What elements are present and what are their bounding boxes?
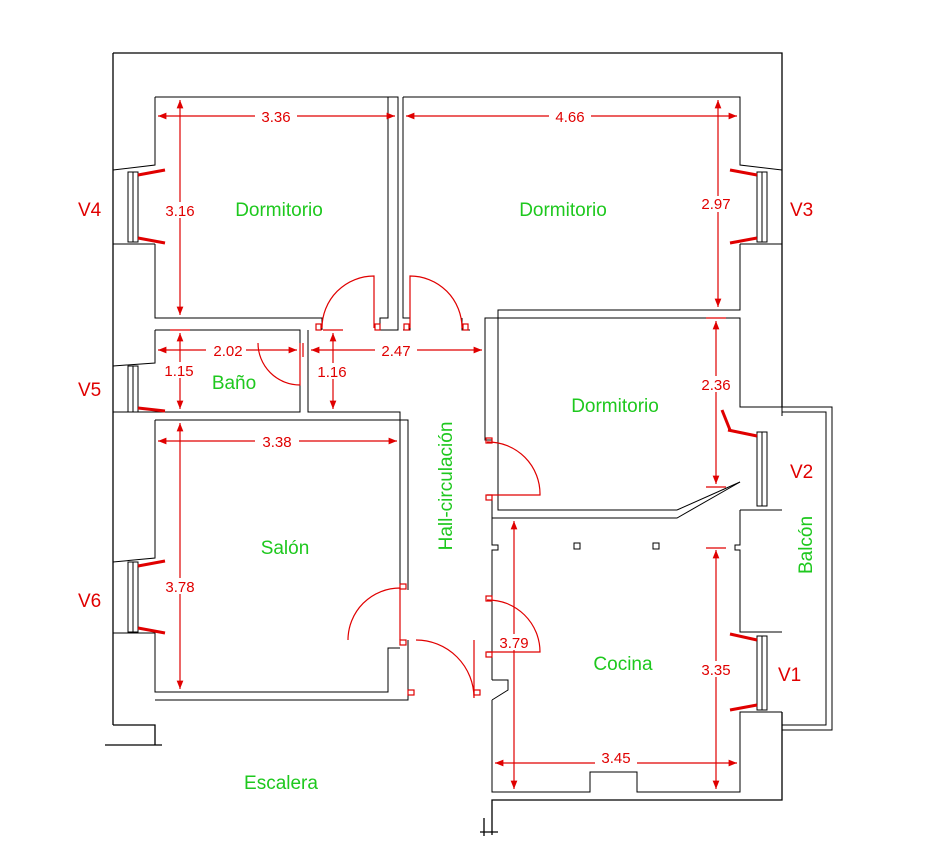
balcony-walls	[782, 406, 833, 731]
window-label-v6: V6	[78, 591, 101, 612]
room-label-living: Salón	[261, 538, 310, 559]
window-label-v1: V1	[778, 665, 801, 686]
door-swings	[257, 275, 541, 699]
dim-kitchen-height-right: 3.35	[701, 662, 730, 679]
kitchen-walls	[491, 509, 782, 793]
outer-walls	[105, 52, 783, 836]
living-walls	[112, 419, 409, 701]
windows	[127, 171, 768, 711]
dim-bed1-width: 3.36	[261, 109, 290, 126]
dim-hall-width: 2.47	[381, 343, 410, 360]
room-label-stairs: Escalera	[244, 773, 318, 794]
room-labels: Dormitorio Dormitorio Dormitorio Baño Sa…	[212, 200, 817, 794]
room-label-bedroom-2: Dormitorio	[519, 200, 607, 221]
bath-walls	[112, 329, 401, 420]
window-leaves	[137, 168, 758, 712]
dim-living-height: 3.78	[165, 579, 194, 596]
room-label-balcony: Balcón	[796, 516, 817, 574]
dim-bed2-height: 2.97	[701, 196, 730, 213]
dim-kitchen-height-left: 3.79	[499, 635, 528, 652]
window-label-v2: V2	[790, 462, 813, 483]
room-label-bedroom-3: Dormitorio	[571, 396, 659, 417]
dim-bath-height: 1.15	[164, 363, 193, 380]
room-label-bath: Baño	[212, 373, 256, 394]
dim-bed1-height: 3.16	[165, 203, 194, 220]
room-label-kitchen: Cocina	[593, 654, 653, 675]
window-labels: V4 V5 V6 V3 V2 V1	[78, 200, 813, 686]
room-label-hall: Hall-circulación	[436, 422, 457, 551]
room-label-bedroom-1: Dormitorio	[235, 200, 323, 221]
dim-bath-width: 2.02	[213, 343, 242, 360]
dim-bed2-width: 4.66	[555, 109, 584, 126]
dimension-labels: 3.36 4.66 3.16 2.97 2.02 2.47 1.15 1.16 …	[160, 108, 737, 767]
window-label-v5: V5	[78, 380, 101, 401]
dim-living-width: 3.38	[262, 434, 291, 451]
window-label-v3: V3	[790, 200, 813, 221]
window-label-v4: V4	[78, 200, 102, 221]
dim-kitchen-width: 3.45	[601, 750, 630, 767]
dim-bed3-height: 2.36	[701, 377, 730, 394]
dim-hall-height: 1.16	[317, 364, 346, 381]
bedroom-3-walls	[484, 317, 783, 519]
